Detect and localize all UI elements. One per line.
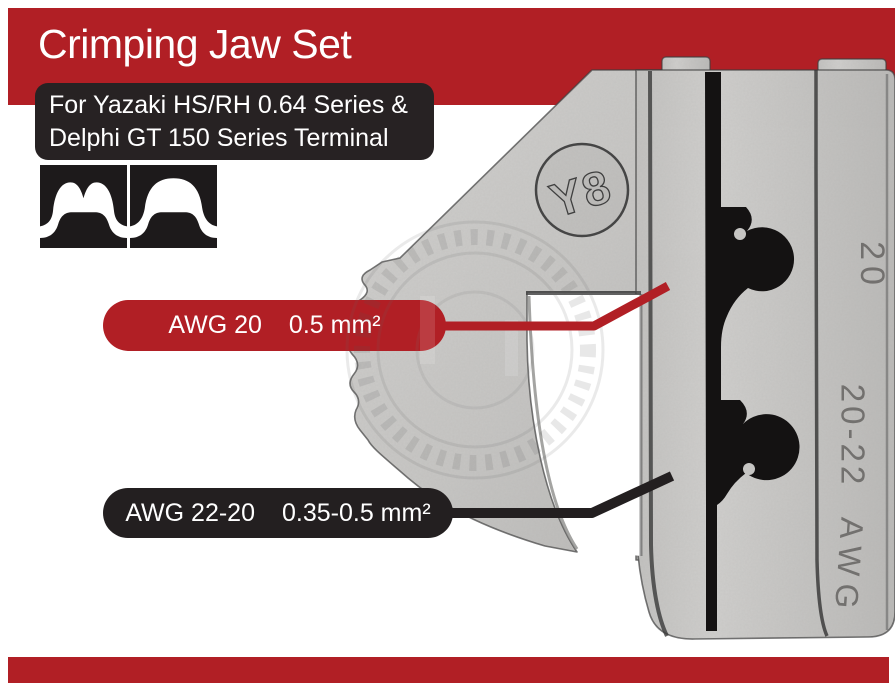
window-left-shadow (527, 295, 579, 550)
bottom-red-band (8, 657, 889, 683)
jaw-stamp-ring (534, 142, 630, 238)
single-dome-crimp-profile-icon (130, 165, 217, 248)
jaw-marking-awg: AWG (828, 516, 871, 618)
subtitle-box: For Yazaki HS/RH 0.64 Series & Delphi GT… (35, 83, 434, 160)
page-title: Crimping Jaw Set (38, 21, 352, 67)
jaw-stamp: Y8 (544, 159, 618, 228)
upper-die-bump (734, 228, 746, 240)
awg2220-label-pill: AWG 22-20 0.35-0.5 mm² (103, 488, 453, 538)
crimp-cavity-slot (705, 72, 800, 631)
jaw-groove-right (814, 69, 829, 637)
subtitle-line-2: Delphi GT 150 Series Terminal (49, 124, 389, 152)
double-bump-crimp-profile-icon (40, 165, 127, 248)
jaw-groove-left (648, 70, 669, 637)
jaw-front-block (635, 69, 895, 640)
lower-die-bump (743, 463, 755, 475)
jaw-window-cutout (529, 294, 641, 556)
awg2220-label: AWG 22-20 (125, 498, 255, 527)
jaw-marking-20: 20 (853, 241, 891, 291)
subtitle-line-1: For Yazaki HS/RH 0.64 Series & (49, 91, 408, 119)
crimp-profile-icons (40, 165, 217, 248)
awg20-callout-line (436, 282, 671, 331)
awg2220-size: 0.35-0.5 mm² (282, 498, 431, 527)
awg20-label-pill: AWG 20 0.5 mm² (103, 300, 446, 351)
jaw-marking-20-22: 20-22 (835, 384, 872, 488)
awg2220-callout-line (444, 471, 675, 518)
awg20-size: 0.5 mm² (288, 311, 381, 339)
awg20-label: AWG 20 (168, 311, 262, 339)
